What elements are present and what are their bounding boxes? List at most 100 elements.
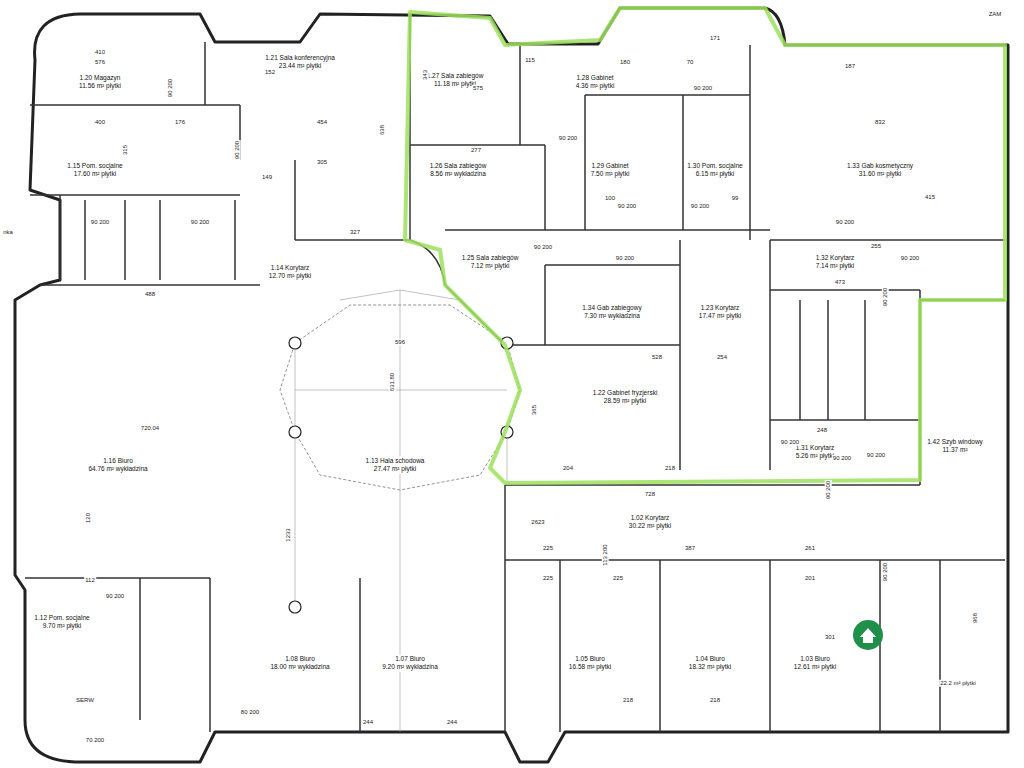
dimension-label: 343 xyxy=(422,69,429,81)
room-name: 1.28 Gabinet xyxy=(576,74,615,82)
inner-wall xyxy=(864,300,866,420)
inner-wall xyxy=(59,195,61,280)
room-name: 1.03 Biuro xyxy=(794,655,836,663)
room-label: 1.15 Pom. socjalne17.60 m² płytki xyxy=(65,161,124,179)
inner-wall xyxy=(545,229,770,231)
dimension-line xyxy=(295,390,507,391)
room-area: 28.59 m² płytki xyxy=(593,397,658,405)
dimension-label: 80 200 xyxy=(240,709,260,716)
dimension-label: 305 xyxy=(316,159,328,166)
room-name: 1.25 Sala zabiegów xyxy=(462,254,519,262)
room-label: 1.20 Magazyn11.56 m² płytki xyxy=(77,73,123,91)
dimension-label: 70 200 xyxy=(85,737,105,744)
dimension-label: 90 200 xyxy=(105,593,125,600)
dimension-label: 113 200 xyxy=(602,543,609,566)
room-area: 7.14 m² płytki xyxy=(816,262,855,270)
dimension-label: 575 xyxy=(472,85,484,92)
room-area: 11.37 m² xyxy=(927,446,983,454)
inner-wall xyxy=(204,42,206,105)
inner-wall xyxy=(545,264,680,266)
room-name: 1.27 Sala zabiegów xyxy=(427,72,484,80)
inner-wall xyxy=(30,194,240,196)
dimension-label: SERW xyxy=(75,697,95,704)
dimension-label: 90 200 xyxy=(832,455,852,462)
room-name: 1.07 Biuro xyxy=(382,655,438,663)
dimension-label: 576 xyxy=(94,59,106,66)
room-name: 1.33 Gab kosmetyczny xyxy=(847,162,913,170)
room-label: 1.08 Biuro18.00 m² wykładzina xyxy=(268,654,331,672)
column xyxy=(289,426,301,438)
dimension-label: 225 xyxy=(542,575,554,582)
dimension-label: nka xyxy=(2,229,14,236)
dimension-label: 149 xyxy=(261,174,273,181)
dimension-label: 244 xyxy=(446,719,458,726)
dimension-label: 728 xyxy=(644,491,656,498)
inner-wall xyxy=(770,239,1005,241)
room-area: 11.56 m² płytki xyxy=(79,82,121,90)
dimension-label: 720.04 xyxy=(140,425,160,432)
room-name: 1.14 Korytarz xyxy=(269,264,311,272)
dimension-label: 90 200 xyxy=(533,244,553,251)
dimension-label: 90 200 xyxy=(900,255,920,262)
room-name: 1.26 Sala zabiegów xyxy=(430,162,487,170)
room-label: 1.03 Biuro12.61 m² płytki xyxy=(792,654,838,672)
dimension-label: 90 200 xyxy=(835,219,855,226)
logo xyxy=(853,620,883,650)
room-area: 9.20 m² wykładzina xyxy=(382,663,438,671)
dimension-label: 90 200 xyxy=(882,287,889,307)
inner-wall xyxy=(544,145,546,230)
dimension-label: 120 xyxy=(85,512,92,524)
room-name: 1.05 Biuro xyxy=(569,655,611,663)
room-name: 1.02 Korytarz xyxy=(629,514,671,522)
outer-wall xyxy=(15,8,1008,762)
room-name: 1.22 Gabinet fryzjerski xyxy=(593,389,658,397)
room-area: 17.60 m² płytki xyxy=(67,170,122,178)
room-label: 1.30 Pom. socjalne6.15 m² płytki xyxy=(685,161,744,179)
room-name: 1.32 Korytarz xyxy=(816,254,855,262)
column xyxy=(289,601,301,613)
room-area: 6.15 m² płytki xyxy=(687,170,742,178)
room-label: 1.02 Korytarz30.22 m² płytki xyxy=(627,513,673,531)
dimension-label: 90 200 xyxy=(90,219,110,226)
room-label: 1.34 Gab zabiegowy7.30 m² wykładzina xyxy=(580,303,643,321)
inner-wall xyxy=(234,200,236,280)
room-name: 1.12 Pom. socjalne xyxy=(34,614,89,622)
dimension-label: 187 xyxy=(844,63,856,70)
dimension-label: 225 xyxy=(542,545,554,552)
room-area: 18.32 m² płytki xyxy=(689,663,731,671)
dimension-label: 301 xyxy=(824,634,836,641)
inner-wall xyxy=(769,240,771,470)
inner-wall xyxy=(519,45,521,145)
inner-wall xyxy=(770,419,920,421)
room-label: 1.25 Sala zabiegów7.12 m² płytki xyxy=(460,253,521,271)
room-label: 1.16 Biuro64.76 m² wykładzina xyxy=(86,456,149,474)
inner-wall xyxy=(585,94,750,96)
dimension-label: 415 xyxy=(924,194,936,201)
inner-wall xyxy=(799,300,801,420)
room-label: 1.14 Korytarz12.70 m² płytki xyxy=(267,263,313,281)
dimension-label: 2623 xyxy=(530,519,545,526)
dimension-label: 90 200 xyxy=(615,255,635,262)
room-name: 1.20 Magazyn xyxy=(79,74,121,82)
room-name: 1.15 Pom. socjalne xyxy=(67,162,122,170)
dimension-label: 248 xyxy=(816,427,828,434)
dimension-line xyxy=(340,290,400,300)
inner-wall xyxy=(769,560,771,732)
inner-wall xyxy=(510,344,680,346)
inner-wall xyxy=(682,95,684,230)
dimension-label: 473 xyxy=(834,279,846,286)
dimension-label: 90 200 xyxy=(167,78,174,98)
dimension-label: 488 xyxy=(144,291,156,298)
dimension-label: 596 xyxy=(394,339,406,346)
dimension-label: 218 xyxy=(664,465,676,472)
dimension-label: 90 200 xyxy=(234,140,241,160)
dimension-label: 90 200 xyxy=(693,85,713,92)
dimension-label: 176 xyxy=(174,119,186,126)
dimension-label: ZAM xyxy=(988,11,1003,18)
room-name: 1.31 Korytarz xyxy=(796,444,835,452)
inner-wall xyxy=(679,240,681,470)
inner-wall xyxy=(659,560,661,732)
room-name: 1.21 Sala konferencyjna xyxy=(265,54,335,62)
inner-wall xyxy=(25,577,210,579)
